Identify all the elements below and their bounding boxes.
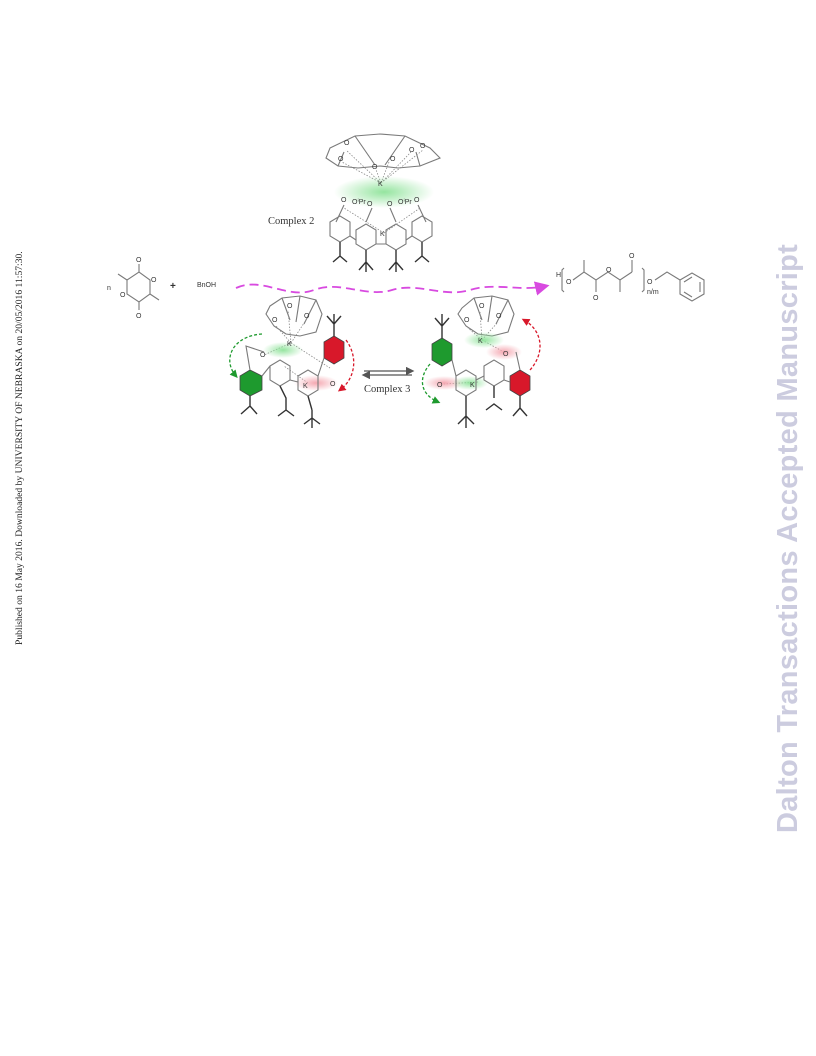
red-aryl-ring xyxy=(509,369,531,397)
oxygen-label: O xyxy=(503,351,509,358)
oxygen-label: O xyxy=(437,382,443,389)
crown-oxygen: O xyxy=(272,317,278,324)
green-aryl-ring xyxy=(239,369,263,397)
ester-oxygen: O xyxy=(606,267,612,274)
reaction-arrow xyxy=(235,281,550,296)
crown-oxygen: O xyxy=(344,140,350,147)
polylactide-product: H O O O O n/m O xyxy=(556,253,705,302)
initiator-label: BnOH xyxy=(197,282,216,289)
potassium-label: K xyxy=(303,383,308,390)
crown-oxygen: O xyxy=(304,313,310,320)
complex-3-right-structure: O O O K O K O xyxy=(421,295,541,428)
oxygen-label: O xyxy=(387,201,393,208)
crown-oxygen: O xyxy=(390,156,396,163)
red-flip-arrow xyxy=(337,339,355,392)
red-flip-arrow xyxy=(521,318,541,371)
crown-oxygen: O xyxy=(338,156,344,163)
ester-oxygen: O xyxy=(647,279,653,286)
green-flip-arrow xyxy=(229,333,263,378)
polymer-repeat-subscript: n/m xyxy=(647,289,659,296)
plus-sign: + xyxy=(170,281,176,292)
crown-oxygen: O xyxy=(287,303,293,310)
crown-oxygen: O xyxy=(372,164,378,171)
ester-oxygen: O xyxy=(566,279,572,286)
potassium-label: K xyxy=(378,181,383,188)
carbonyl-oxygen: O xyxy=(593,295,599,302)
green-glow xyxy=(334,176,434,208)
isopropoxide-label: OⁱPr xyxy=(398,198,412,206)
oxygen-label: O xyxy=(260,352,266,359)
potassium-label: K xyxy=(478,338,483,345)
crown-oxygen: O xyxy=(496,313,502,320)
red-glow xyxy=(486,344,522,360)
crown-oxygen: O xyxy=(464,317,470,324)
oxygen-label: O xyxy=(341,197,347,204)
complex-2-label: Complex 2 xyxy=(268,216,314,227)
potassium-label: K xyxy=(470,382,475,389)
oxygen-label: O xyxy=(367,201,373,208)
ring-oxygen: O xyxy=(120,292,126,299)
oxygen-label: O xyxy=(414,197,420,204)
green-aryl-ring xyxy=(431,337,453,367)
complex-3-left-structure: O O O K O K O xyxy=(229,295,355,428)
complex-2-structure: O O O O O O K O OⁱPr O O OⁱPr O K xyxy=(325,133,441,272)
red-glow xyxy=(424,376,464,390)
crown-oxygen: O xyxy=(420,143,426,150)
green-glow xyxy=(464,332,504,348)
potassium-label: K xyxy=(380,231,385,238)
complex-3-label: Complex 3 xyxy=(364,384,410,395)
potassium-label: K xyxy=(287,341,292,348)
green-flip-arrow xyxy=(421,363,441,404)
red-glow xyxy=(294,375,338,391)
green-glow xyxy=(263,342,303,358)
crown-oxygen: O xyxy=(409,147,415,154)
lactide-monomer: O O O O xyxy=(117,257,160,320)
green-glow xyxy=(452,376,488,390)
carbonyl-oxygen: O xyxy=(629,253,635,260)
polymer-end-group: H xyxy=(556,272,561,279)
carbonyl-oxygen: O xyxy=(136,313,142,320)
monomer-coefficient: n xyxy=(107,285,111,292)
ring-oxygen: O xyxy=(151,277,157,284)
crown-oxygen: O xyxy=(479,303,485,310)
carbonyl-oxygen: O xyxy=(136,257,142,264)
oxygen-label: O xyxy=(330,381,336,388)
red-aryl-ring xyxy=(323,335,345,365)
isopropoxide-label: OⁱPr xyxy=(352,198,366,206)
